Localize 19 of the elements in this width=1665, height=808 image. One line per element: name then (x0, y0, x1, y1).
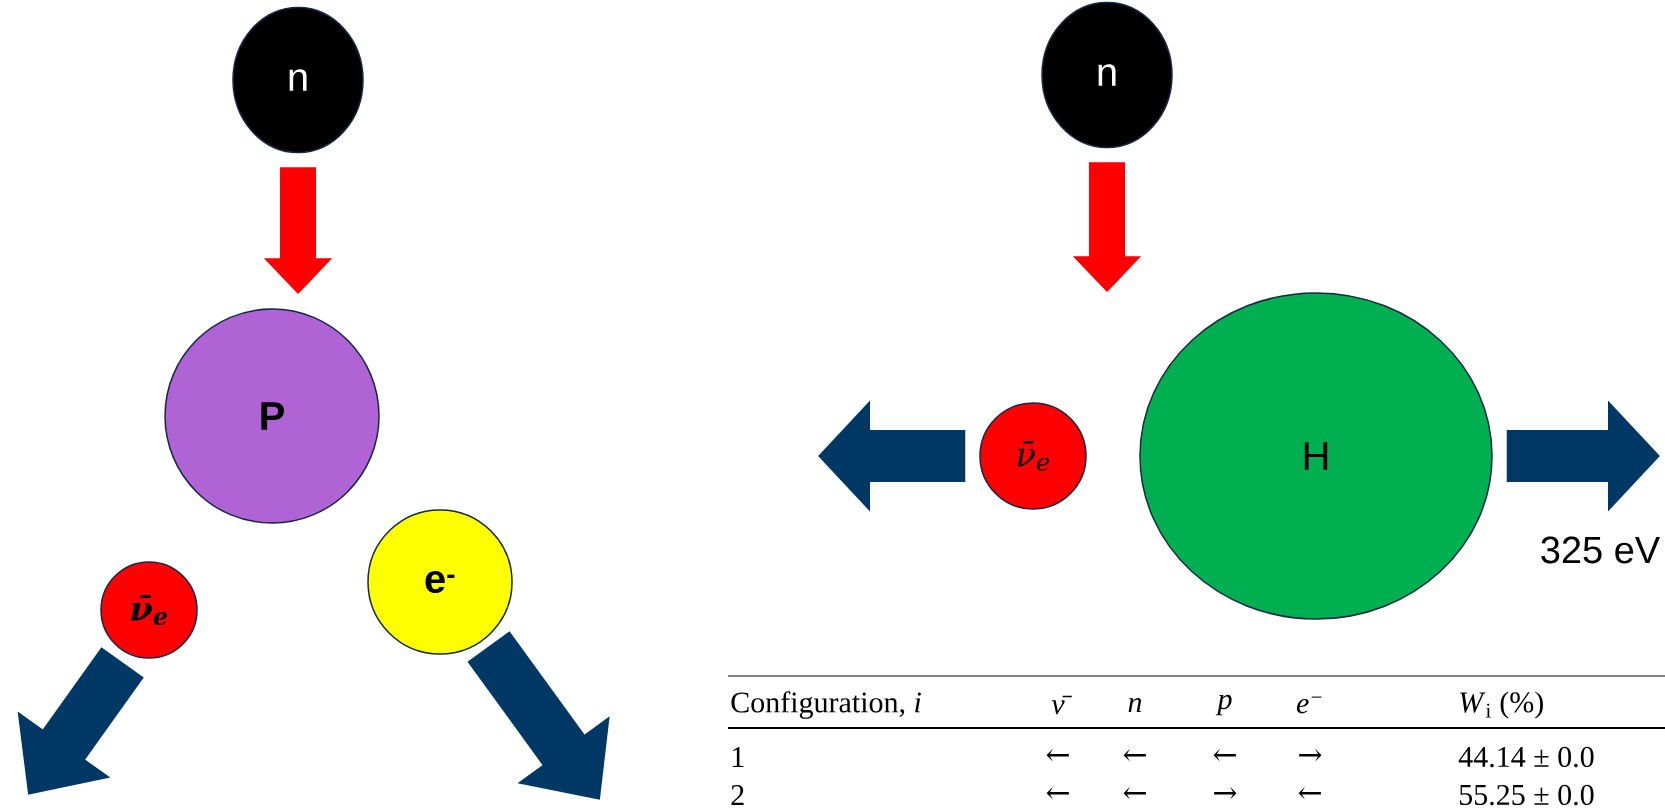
table-value: → (1299, 749, 1322, 762)
table-value: ← (1298, 787, 1321, 800)
column-heading: n (1128, 697, 1142, 713)
table-value: ← (1123, 749, 1146, 762)
table-value: 44.14 ± 0.0 (1458, 746, 1594, 768)
column-heading: ν̄ (1051, 695, 1072, 715)
column-heading: p (1215, 694, 1232, 716)
table-value: ← (1213, 749, 1236, 762)
table-value: → (1214, 787, 1237, 800)
table-value: ← (1046, 787, 1069, 800)
edge-label: 325 eV (1537, 534, 1663, 566)
table-value: 2 (731, 785, 744, 805)
table-value: 55.25 ± 0.0 (1459, 784, 1594, 806)
column-heading: Configuration, i (731, 691, 921, 719)
column-heading: W$_{i}$ (%) (1460, 691, 1543, 719)
table-value: ← (1123, 787, 1146, 800)
table-value: ← (1046, 749, 1069, 762)
column-heading: e$^{−}$ (1296, 696, 1322, 714)
table-value: 1 (732, 747, 744, 767)
